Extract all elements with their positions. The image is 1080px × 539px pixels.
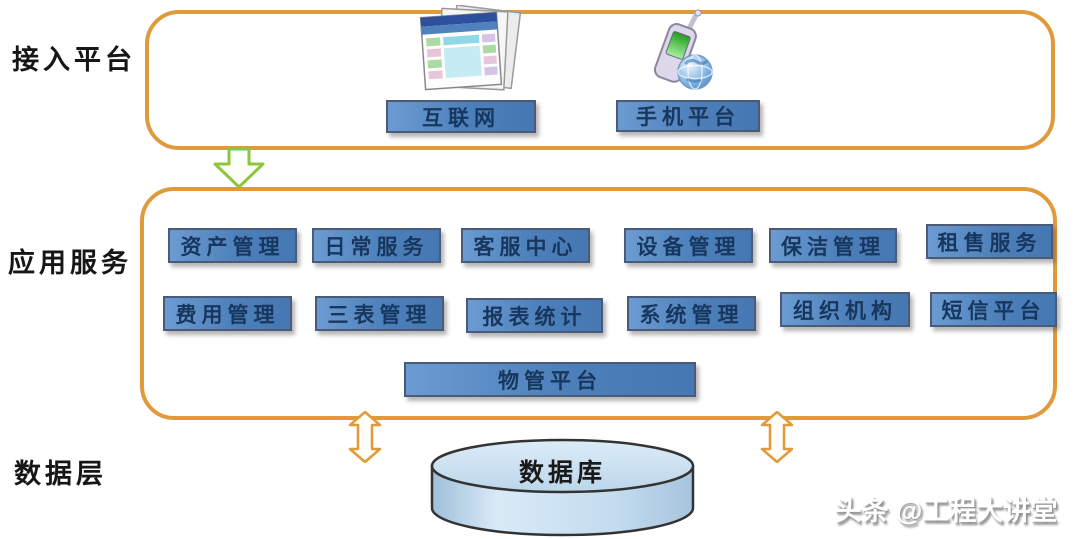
service-box-cleaning-management: 保洁管理 — [769, 228, 897, 263]
service-box-organization-structure: 组织机构 — [780, 292, 910, 327]
service-box-daily-services: 日常服务 — [312, 228, 441, 263]
layer-label-data: 数据层 — [14, 459, 107, 489]
double-arrow-right-icon — [760, 411, 794, 463]
access-item-internet: 互联网 — [386, 100, 536, 133]
access-item-mobile-platform: 手机平台 — [616, 100, 760, 132]
database-cylinder-icon — [430, 438, 695, 537]
service-box-customer-service-center: 客服中心 — [461, 228, 590, 263]
service-box-report-statistics: 报表统计 — [466, 298, 603, 333]
service-box-equipment-management: 设备管理 — [624, 228, 753, 263]
webpages-icon — [419, 5, 522, 91]
layer-label-services: 应用服务 — [8, 248, 132, 278]
mobile-globe-icon — [653, 9, 713, 90]
service-box-system-management: 系统管理 — [627, 296, 756, 331]
service-box-sms-platform: 短信平台 — [930, 292, 1057, 327]
access-platform-frame — [145, 10, 1055, 150]
service-box-asset-management: 资产管理 — [168, 228, 297, 263]
service-box-fee-management: 费用管理 — [163, 296, 292, 331]
service-box-three-meter-management: 三表管理 — [315, 296, 444, 331]
layer-label-access: 接入平台 — [12, 45, 136, 75]
service-box-property-management-platform: 物管平台 — [404, 362, 696, 397]
database-label: 数据库 — [518, 460, 606, 487]
down-arrow-icon — [213, 147, 265, 189]
service-box-rental-sales-services: 租售服务 — [926, 224, 1053, 259]
watermark-text: 头条 @工程大讲堂 — [834, 496, 1058, 526]
double-arrow-left-icon — [348, 411, 382, 463]
